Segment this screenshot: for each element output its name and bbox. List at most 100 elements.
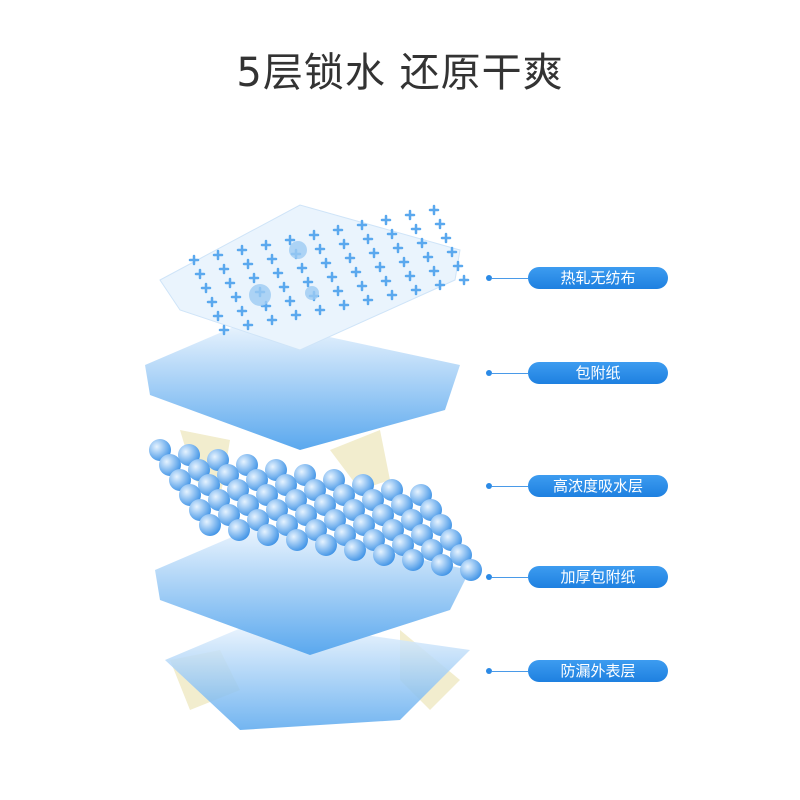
perforation-mark bbox=[386, 289, 398, 301]
label-pill: 包附纸 bbox=[528, 362, 668, 384]
absorbent-bead bbox=[228, 519, 250, 541]
perforation-mark bbox=[452, 260, 464, 272]
perforation-mark bbox=[314, 304, 326, 316]
water-drop-icon bbox=[289, 241, 307, 259]
perforation-mark bbox=[434, 218, 446, 230]
pointer-dot bbox=[486, 275, 492, 281]
perforation-mark bbox=[362, 233, 374, 245]
label-pill: 加厚包附纸 bbox=[528, 566, 668, 588]
perforation-mark bbox=[398, 256, 410, 268]
pointer-line bbox=[492, 485, 528, 487]
perforation-mark bbox=[380, 275, 392, 287]
perforation-mark bbox=[410, 284, 422, 296]
perforation-mark bbox=[338, 238, 350, 250]
absorbent-core-layer bbox=[149, 439, 482, 581]
perforation-mark bbox=[434, 279, 446, 291]
arrow-icon bbox=[330, 430, 390, 490]
perforation-pattern bbox=[188, 204, 470, 336]
perforation-mark bbox=[188, 254, 200, 266]
perforation-mark bbox=[248, 272, 260, 284]
perforation-mark bbox=[284, 295, 296, 307]
perforation-mark bbox=[230, 291, 242, 303]
perforation-mark bbox=[296, 262, 308, 274]
perforation-mark bbox=[380, 214, 392, 226]
perforation-mark bbox=[356, 280, 368, 292]
perforation-mark bbox=[212, 249, 224, 261]
perforation-mark bbox=[368, 247, 380, 259]
perforation-mark bbox=[440, 232, 452, 244]
absorbent-bead bbox=[431, 554, 453, 576]
perforation-mark bbox=[326, 271, 338, 283]
perforation-mark bbox=[302, 276, 314, 288]
page-title: 5层锁水 还原干爽 bbox=[236, 50, 564, 96]
perforation-mark bbox=[416, 237, 428, 249]
perforation-mark bbox=[392, 242, 404, 254]
absorbent-bead bbox=[286, 529, 308, 551]
absorbent-bead bbox=[402, 549, 424, 571]
perforation-mark bbox=[314, 243, 326, 255]
perforation-mark bbox=[320, 257, 332, 269]
perforation-mark bbox=[362, 294, 374, 306]
perforation-mark bbox=[422, 251, 434, 263]
perforation-mark bbox=[404, 209, 416, 221]
pointer-line bbox=[492, 670, 528, 672]
layer-label-1: 热轧无纺布 bbox=[486, 267, 670, 289]
perforation-mark bbox=[386, 228, 398, 240]
perforation-mark bbox=[266, 253, 278, 265]
perforation-mark bbox=[278, 281, 290, 293]
layer-label-2: 包附纸 bbox=[486, 362, 670, 384]
pointer-line bbox=[492, 277, 528, 279]
water-drop-icon bbox=[249, 284, 271, 306]
perforation-mark bbox=[374, 261, 386, 273]
pointer-line bbox=[492, 576, 528, 578]
perforation-mark bbox=[242, 319, 254, 331]
absorbent-bead bbox=[460, 559, 482, 581]
perforation-mark bbox=[236, 244, 248, 256]
absorbent-bead bbox=[199, 514, 221, 536]
label-pill: 高浓度吸水层 bbox=[528, 475, 668, 497]
perforation-mark bbox=[224, 277, 236, 289]
pointer-dot bbox=[486, 668, 492, 674]
perforation-mark bbox=[218, 263, 230, 275]
nonwoven-layer bbox=[159, 204, 461, 351]
perforation-mark bbox=[344, 252, 356, 264]
perforation-mark bbox=[308, 229, 320, 241]
perforation-mark bbox=[218, 324, 230, 336]
pointer-dot bbox=[486, 483, 492, 489]
absorbent-bead bbox=[373, 544, 395, 566]
perforation-mark bbox=[194, 268, 206, 280]
perforation-mark bbox=[242, 258, 254, 270]
absorbent-bead bbox=[257, 524, 279, 546]
water-drop-icon bbox=[305, 286, 319, 300]
perforation-mark bbox=[212, 310, 224, 322]
perforation-mark bbox=[206, 296, 218, 308]
perforation-mark bbox=[290, 309, 302, 321]
perforation-mark bbox=[338, 299, 350, 311]
perforation-mark bbox=[404, 270, 416, 282]
perforation-mark bbox=[260, 239, 272, 251]
perforation-mark bbox=[236, 305, 248, 317]
perforation-mark bbox=[284, 234, 296, 246]
perforation-mark bbox=[200, 282, 212, 294]
perforation-mark bbox=[332, 224, 344, 236]
perforation-mark bbox=[428, 204, 440, 216]
perforation-mark bbox=[266, 314, 278, 326]
tissue-layer bbox=[145, 320, 460, 450]
absorbent-bead bbox=[344, 539, 366, 561]
pointer-dot bbox=[486, 370, 492, 376]
perforation-mark bbox=[356, 219, 368, 231]
perforation-mark bbox=[272, 267, 284, 279]
absorbent-bead bbox=[315, 534, 337, 556]
pointer-dot bbox=[486, 574, 492, 580]
perforation-mark bbox=[332, 285, 344, 297]
perforation-mark bbox=[410, 223, 422, 235]
perforation-mark bbox=[446, 246, 458, 258]
layer-label-3: 高浓度吸水层 bbox=[486, 475, 670, 497]
label-pill: 防漏外表层 bbox=[528, 660, 668, 682]
layer-label-4: 加厚包附纸 bbox=[486, 566, 670, 588]
perforation-mark bbox=[428, 265, 440, 277]
backsheet-layer bbox=[165, 620, 470, 730]
layer-label-5: 防漏外表层 bbox=[486, 660, 670, 682]
perforation-mark bbox=[350, 266, 362, 278]
